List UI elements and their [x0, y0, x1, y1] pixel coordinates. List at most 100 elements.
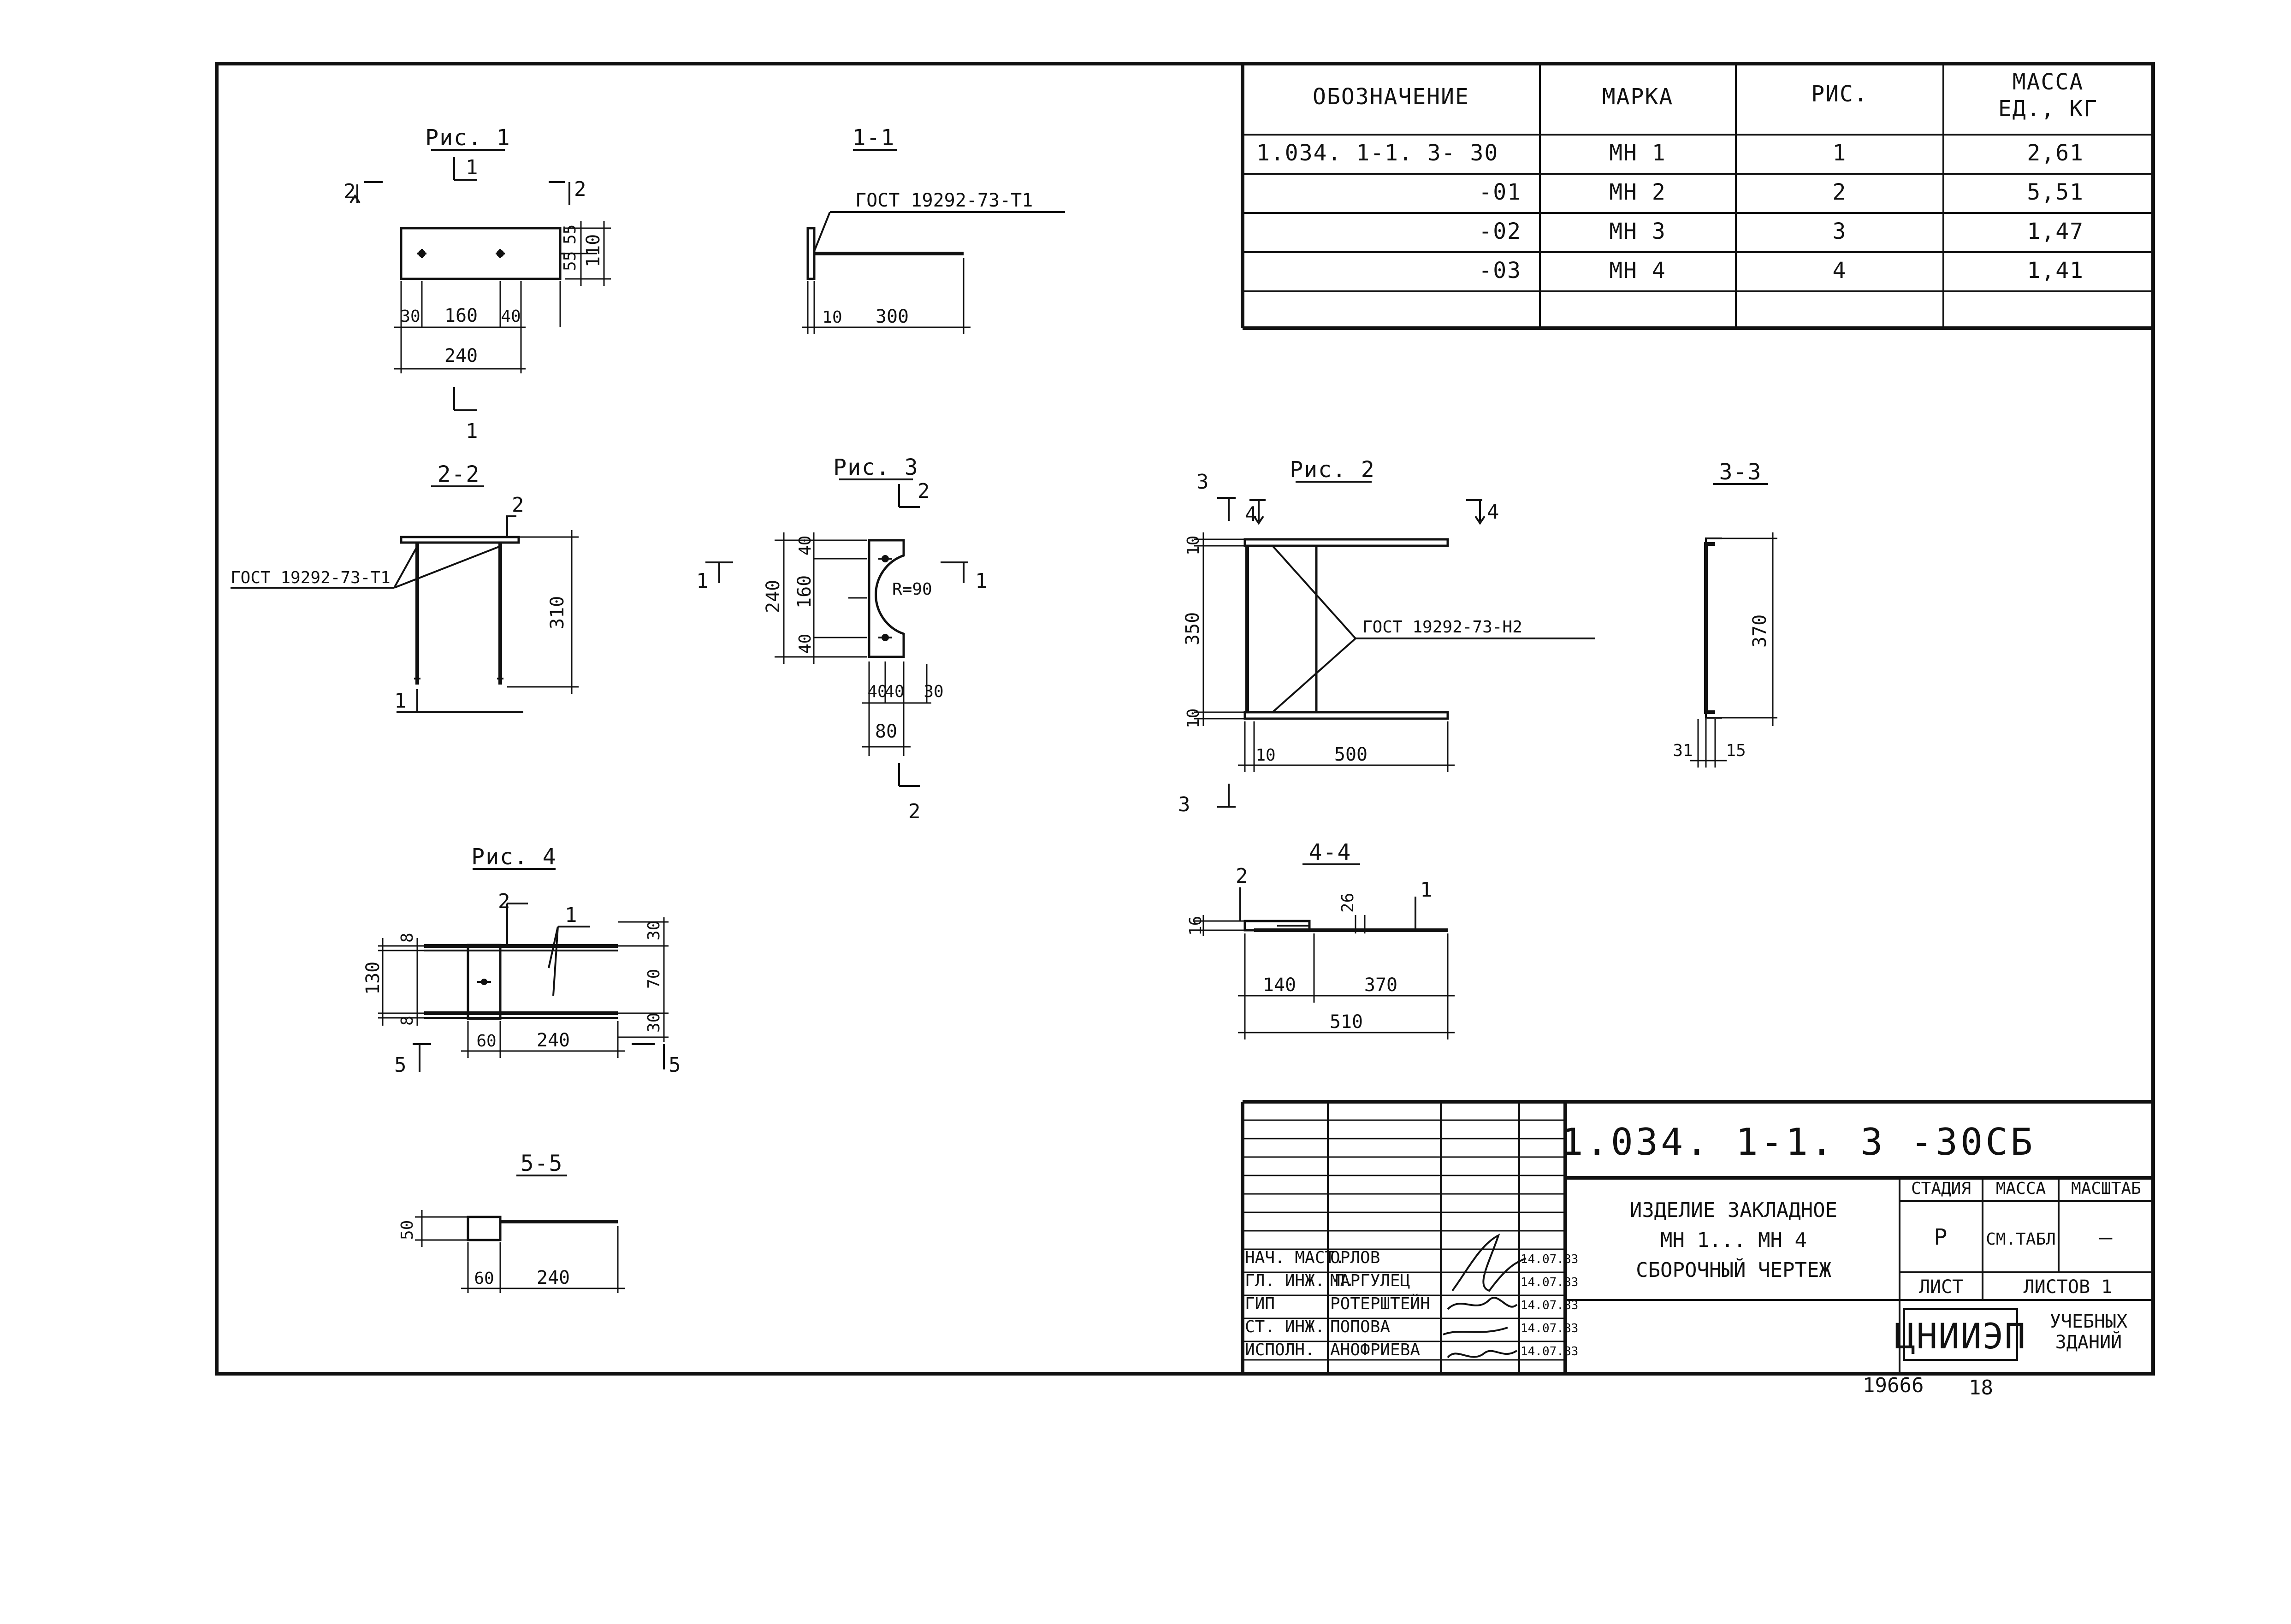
view-section-4-4: 4-4 2 1 16 26 140 370 510 [1186, 839, 1455, 1039]
staff-row: НАЧ. МАСТ. ОРЛОВ 14.07.83 [1245, 1248, 1578, 1267]
row-fig: 2 [1833, 179, 1847, 205]
staff-row: СТ. ИНЖ. ПОПОВА 14.07.83 [1245, 1317, 1578, 1336]
view-title: Рис. 2 [1290, 457, 1375, 483]
cut-label: 2 [574, 177, 586, 201]
organization-name: УЧЕБНЫХ [2050, 1311, 2128, 1332]
table-row: -03 МН 4 4 1,41 [1479, 258, 2084, 283]
staff-role: ГИП [1245, 1294, 1275, 1313]
dim: 240 [537, 1030, 570, 1051]
table-row: -01 МН 2 2 5,51 [1479, 179, 2084, 205]
dim: 40 [796, 634, 815, 654]
position-label: 1 [1420, 878, 1433, 902]
dim: 40 [884, 682, 904, 701]
dim: 110 [583, 234, 604, 267]
position-label: 1 [565, 904, 577, 927]
row-mass: 1,41 [2027, 258, 2084, 283]
dim: 31 [1673, 741, 1693, 760]
table-row: -02 МН 3 3 1,47 [1479, 219, 2083, 244]
dim: 300 [876, 306, 909, 327]
dim: 510 [1330, 1011, 1363, 1033]
signature [1447, 1297, 1518, 1310]
stage-value: Р [1934, 1224, 1948, 1250]
dim: 50 [398, 1220, 417, 1240]
mass-value: СМ.ТАБЛ [1986, 1230, 2056, 1249]
signature [1451, 1234, 1527, 1292]
row-fig: 3 [1833, 219, 1847, 244]
cut-label: 1 [975, 569, 988, 593]
dim: 240 [537, 1267, 570, 1288]
view-section-5-5: 5-5 50 60 240 [398, 1151, 625, 1293]
sheets-label: ЛИСТОВ 1 [2024, 1276, 2113, 1298]
dim: 130 [362, 962, 384, 995]
dim: 55 [561, 224, 580, 244]
view-title: Рис. 4 [471, 844, 556, 870]
plate-section [1704, 542, 1715, 714]
dim: 30 [924, 682, 943, 701]
staff-role: ГЛ. ИНЖ. П. [1245, 1271, 1355, 1290]
product-marks: МН 1... МН 4 [1660, 1228, 1807, 1252]
header-fig: РИС. [1811, 81, 1868, 107]
cut-label: 3 [1196, 470, 1209, 494]
cut-label: 1 [466, 156, 478, 179]
page-number: 18 [1969, 1376, 1993, 1400]
dim: 240 [763, 580, 784, 613]
header-mass-unit: ЕД., КГ [1998, 96, 2098, 122]
mass-header: МАССА [1996, 1179, 2046, 1198]
cut-label: 4 [1487, 500, 1499, 524]
product-name: ИЗДЕЛИЕ ЗАКЛАДНОЕ [1630, 1199, 1837, 1222]
view-title: Рис. 1 [425, 125, 510, 151]
dim: 160 [444, 305, 478, 326]
dim: 10 [1255, 746, 1275, 765]
row-designation: -02 [1479, 219, 1521, 244]
staff-name: ОРЛОВ [1330, 1248, 1380, 1267]
staff-date: 14.07.83 [1521, 1299, 1578, 1312]
dim: 8 [398, 933, 417, 943]
sheet-label: ЛИСТ [1919, 1276, 1963, 1298]
header-mark: МАРКА [1602, 84, 1674, 110]
row-mass: 5,51 [2027, 179, 2084, 205]
dim: 16 [1186, 916, 1205, 936]
view-fig4: Рис. 4 2 1 8 130 8 30 70 30 60 240 5 5 [362, 844, 681, 1077]
scale-header: МАСШТАБ [2071, 1179, 2141, 1198]
dim: 40 [501, 307, 521, 326]
inventory-number: 19666 [1863, 1374, 1924, 1397]
signature [1447, 1350, 1518, 1358]
view-fig1: Рис. 1 2 2 1 1 55 55 110 30 160 40 240 [343, 125, 611, 443]
plate-section [467, 1216, 502, 1241]
signature [1443, 1327, 1508, 1335]
organization-name: ЗДАНИЙ [2055, 1331, 2122, 1353]
staff-row: ГЛ. ИНЖ. П. МАРГУЛЕЦ 14.07.83 [1245, 1271, 1578, 1290]
cut-label: 5 [394, 1053, 407, 1077]
dim: 370 [1364, 974, 1397, 996]
dim: 55 [561, 251, 580, 271]
view-section-3-3: 3-3 370 31 15 [1673, 459, 1777, 768]
view-title: 1-1 [852, 125, 895, 151]
staff-role: СТ. ИНЖ. [1245, 1317, 1325, 1336]
organization-logo: ЦНИИЭП [1894, 1316, 2027, 1357]
bar-top [1243, 538, 1449, 547]
row-mark: МН 4 [1609, 258, 1666, 283]
header-designation: ОБОЗНАЧЕНИЕ [1313, 84, 1469, 110]
dim: 310 [547, 596, 568, 629]
row-designation: -01 [1479, 179, 1521, 205]
staff-date: 14.07.83 [1521, 1276, 1578, 1289]
staff-date: 14.07.83 [1521, 1345, 1578, 1358]
view-section-2-2: 2-2 ГОСТ 19292-73-Т1 2 1 310 [231, 461, 579, 713]
dim: 240 [444, 345, 478, 366]
stage-header: СТАДИЯ [1911, 1179, 1971, 1198]
dim: 10 [822, 308, 842, 327]
view-title: 3-3 [1719, 459, 1762, 485]
document-code: 1.034. 1-1. 3 -30СБ [1561, 1121, 2035, 1163]
organization-logo-frame [1903, 1308, 2018, 1361]
position-label: 1 [394, 689, 407, 713]
cut-label: 3 [1178, 793, 1190, 816]
row-mark: МН 3 [1609, 219, 1666, 244]
cut-label: 1 [696, 569, 709, 593]
row-fig: 1 [1833, 140, 1847, 166]
cut-label: 2 [343, 180, 356, 203]
scale-value: — [2099, 1224, 2113, 1250]
position-label: 2 [512, 493, 524, 517]
cut-label: 2 [908, 800, 921, 823]
